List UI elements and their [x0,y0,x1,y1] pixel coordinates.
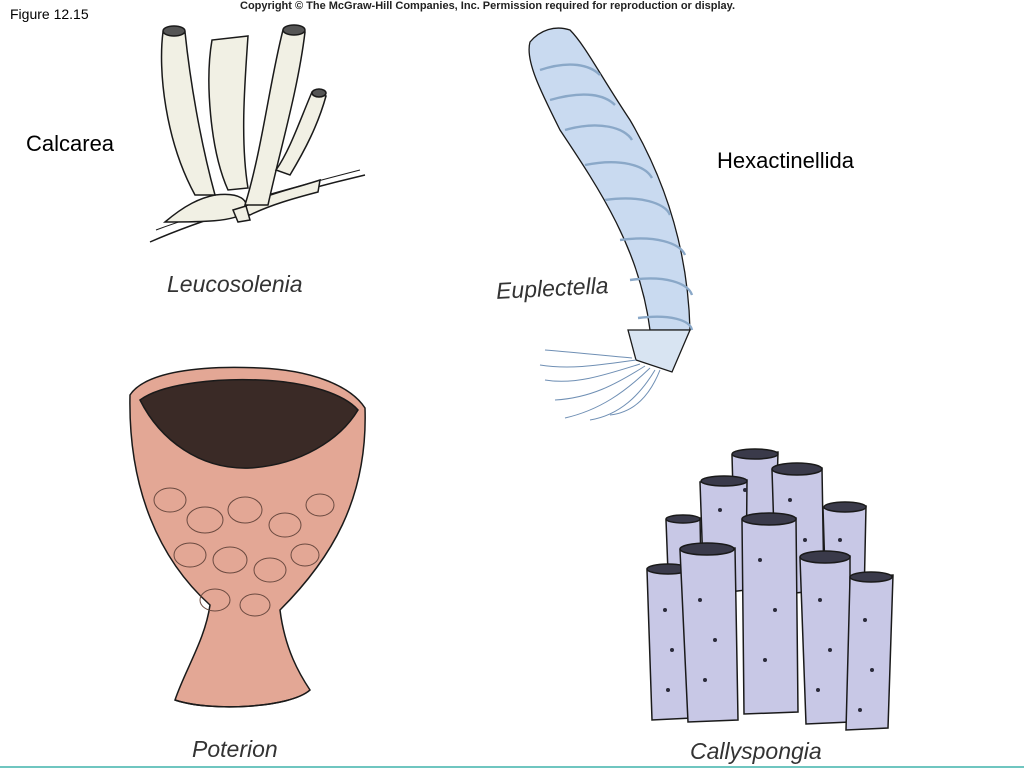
euplectella-illustration [528,27,694,421]
leucosolenia-illustration [149,24,366,243]
copyright-notice: Copyright © The McGraw-Hill Companies, I… [240,0,736,12]
species-name-leucosolenia: Leucosolenia [167,271,303,297]
group-label-calcarea: Calcarea [26,131,115,156]
species-name-poterion: Poterion [192,736,278,762]
bottom-rule [0,766,1024,768]
group-label-hexactinellida: Hexactinellida [717,148,854,173]
callyspongia-illustration [646,448,894,731]
species-name-callyspongia: Callyspongia [690,738,822,764]
figure-label: Figure 12.15 [10,6,89,22]
poterion-illustration [129,366,366,708]
